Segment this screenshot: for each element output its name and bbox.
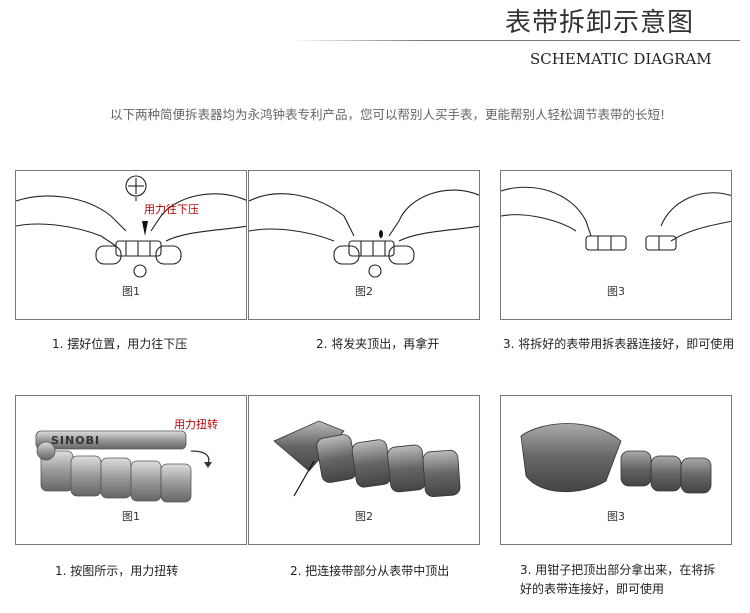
caption-r2-2: 2. 把连接带部分从表带中顶出 (290, 564, 450, 578)
intro-text: 以下两种简便拆表器均为永鸿钟表专利产品，您可以帮别人买手表，更能帮别人轻松调节表… (110, 107, 666, 122)
callout-press-down: 用力往下压 (144, 203, 199, 216)
illustration-press-tool (16, 175, 246, 278)
illustration-push-pin (249, 189, 479, 278)
panel-r2-3: 图3 (500, 395, 732, 545)
panel-r1-2: 图2 (248, 170, 480, 320)
figure-label: 图3 (607, 285, 625, 298)
callout-twist: 用力扭转 (174, 418, 218, 431)
figure-label: 图1 (122, 510, 140, 523)
title-divider (290, 40, 740, 41)
caption-r2-1: 1. 按图所示，用力扭转 (55, 564, 179, 578)
page-title-cn: 表带拆卸示意图 (505, 8, 695, 38)
caption-r1-1: 1. 摆好位置，用力往下压 (52, 337, 188, 351)
figure-label: 图2 (355, 510, 373, 523)
panel-r2-2: 图2 (248, 395, 480, 545)
caption-r1-2: 2. 将发夹顶出，再拿开 (316, 337, 440, 351)
illustration-link-pushout (273, 420, 461, 497)
caption-r1-3: 3. 将拆好的表带用拆表器连接好，即可使用 (503, 337, 735, 351)
illustration-separated-band (501, 186, 731, 251)
illustration-twist-tool (35, 430, 212, 503)
caption-r2-3: 3. 用钳子把顶出部分拿出来，在将拆好的表带连接好，即可使用 (520, 563, 716, 596)
panel-r1-3: 图3 (500, 170, 732, 320)
panel-r1-1: 用力往下压 图1 (15, 170, 247, 320)
figure-label: 图2 (355, 285, 373, 298)
page-title-en: SCHEMATIC DIAGRAM (530, 50, 712, 68)
figure-label: 图3 (607, 510, 625, 523)
figure-label: 图1 (122, 285, 140, 298)
illustration-pliers-remove (520, 423, 712, 494)
panel-r2-1: SINOBI 用力扭转 图1 (15, 395, 247, 545)
tool-brand-logo: SINOBI (51, 434, 101, 447)
